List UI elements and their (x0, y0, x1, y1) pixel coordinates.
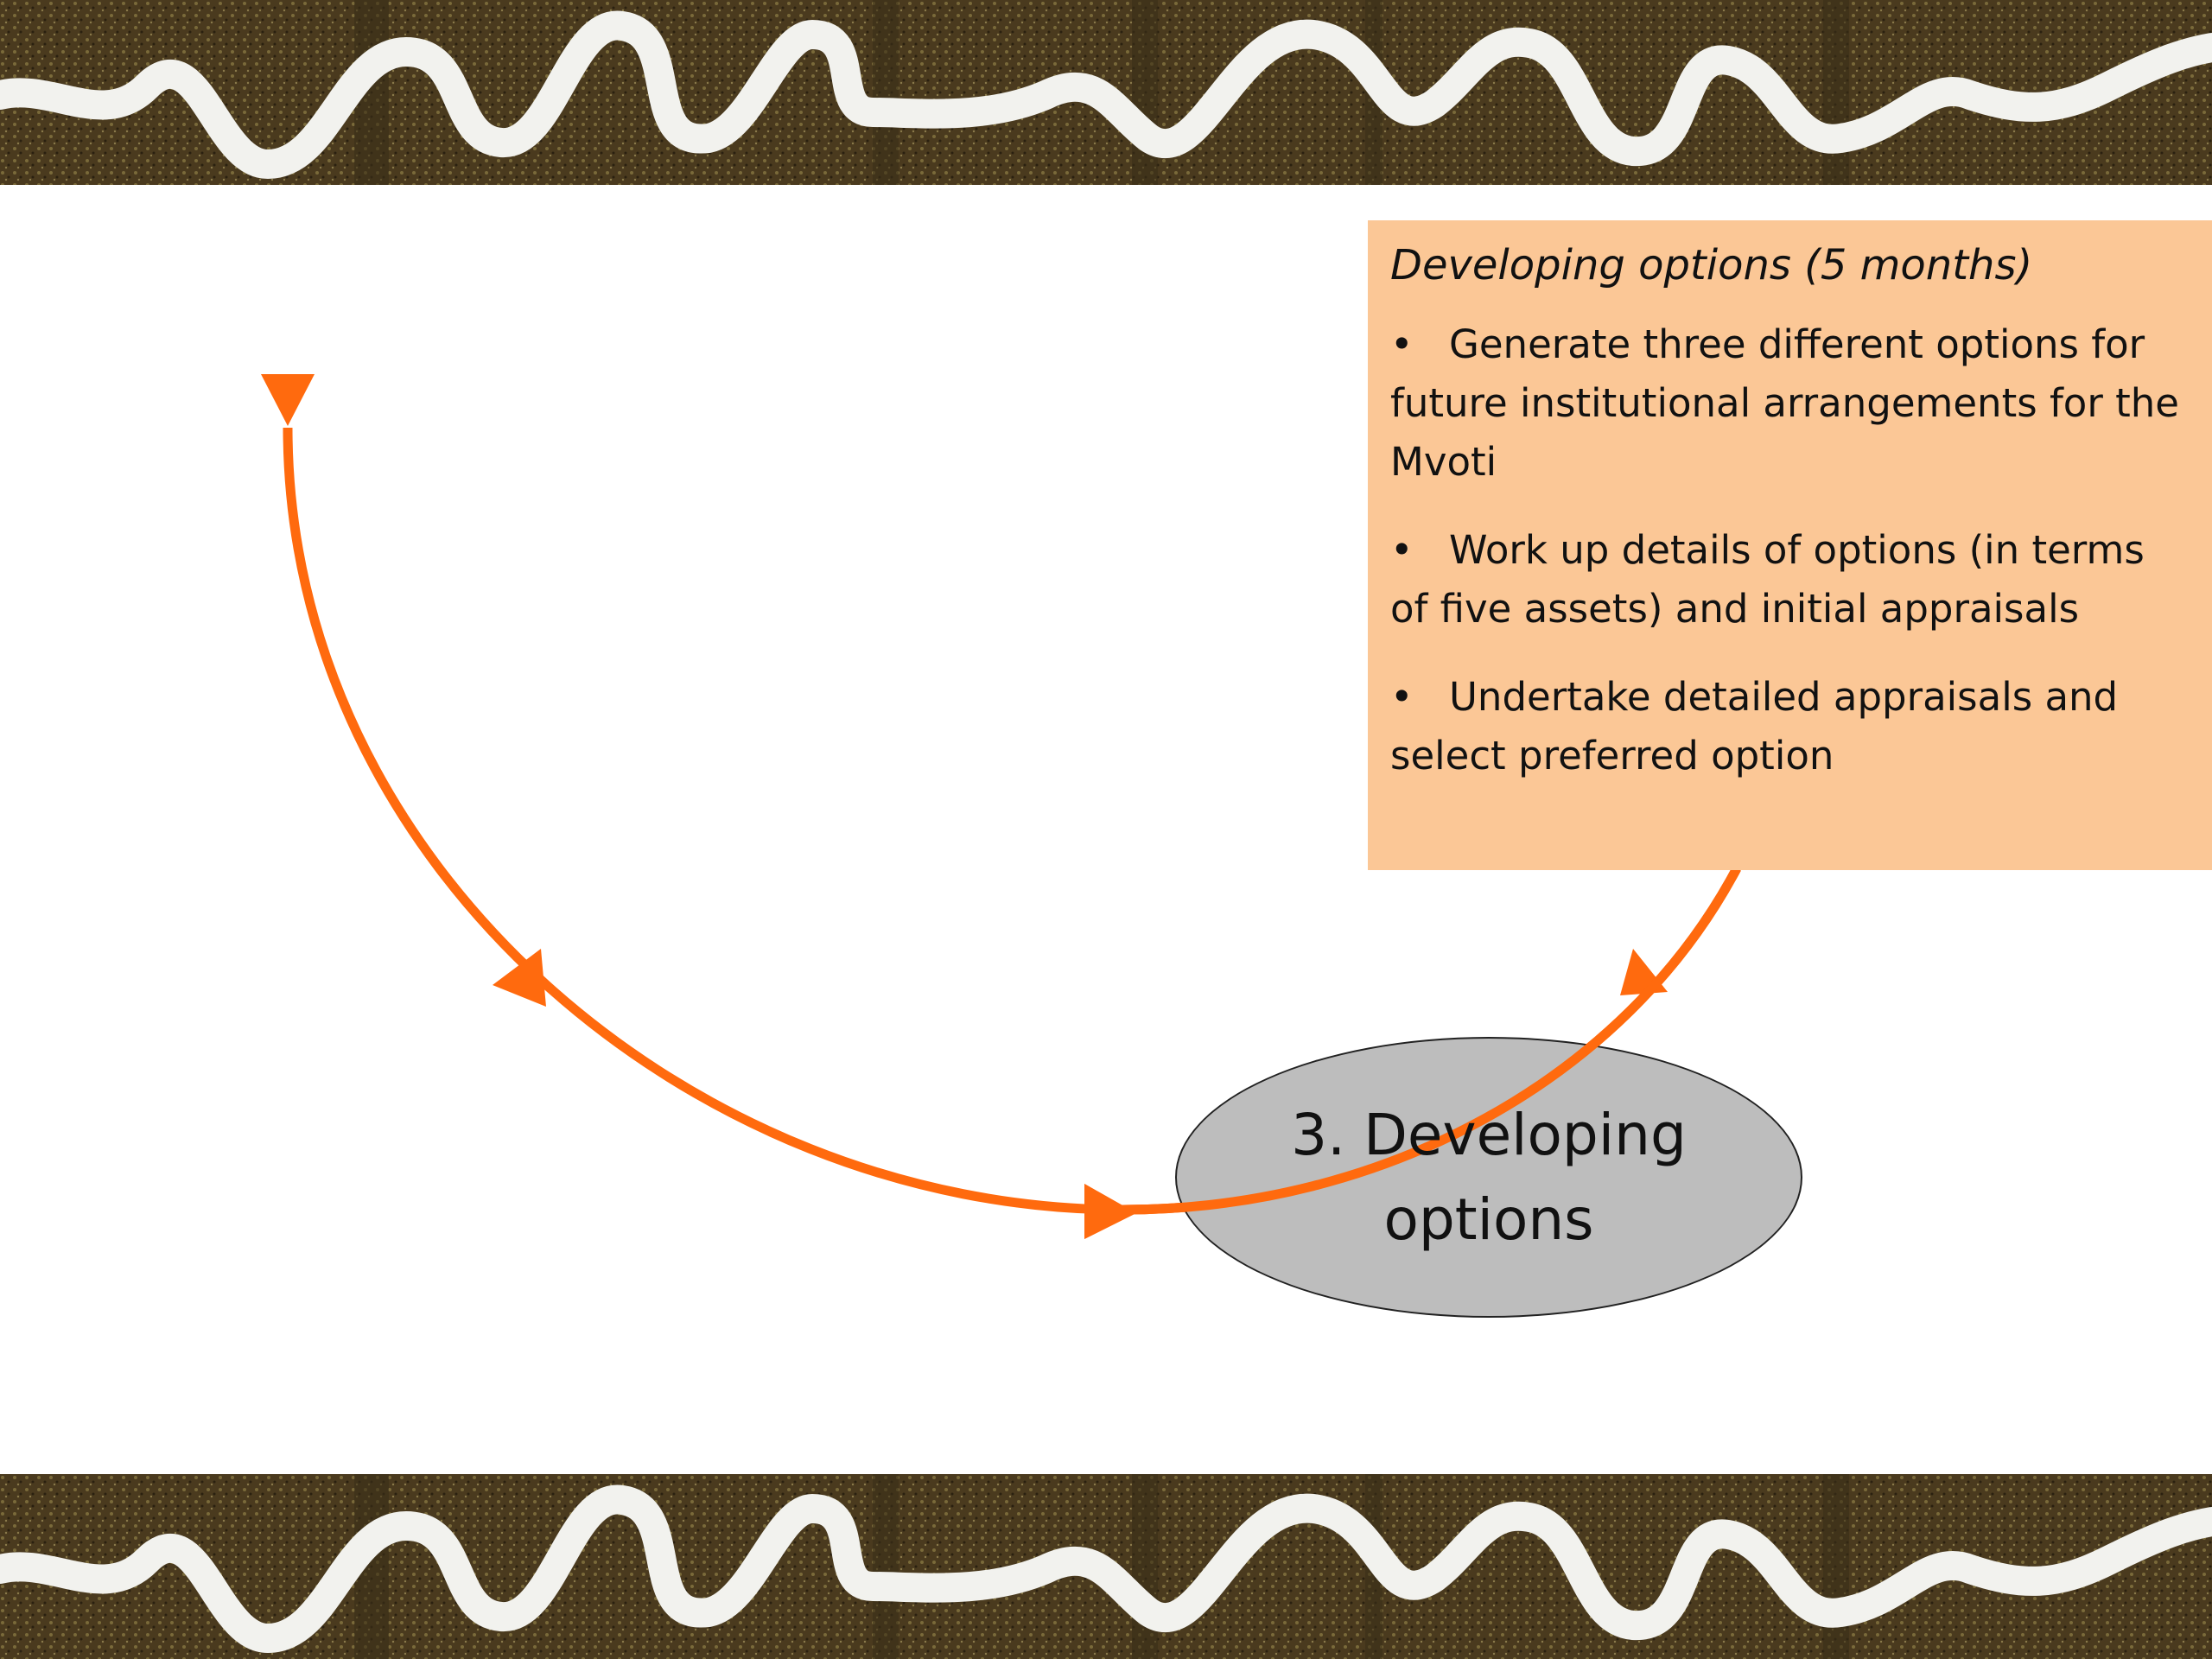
info-box: Developing options (5 months) •Generate … (1368, 220, 2212, 870)
bullet-marker: • (1390, 674, 1414, 720)
mid-arrowhead-bottom (1084, 1184, 1136, 1239)
info-bullet-2: •Work up details of options (in terms of… (1390, 521, 2186, 639)
info-bullet-1: •Generate three different options for fu… (1390, 315, 2186, 492)
stage-label: 3. Developing options (1291, 1101, 1687, 1253)
info-bullet-3: •Undertake detailed appraisals and selec… (1390, 668, 2186, 785)
stage-ellipse: 3. Developing options (1175, 1037, 1802, 1318)
start-arrowhead (261, 374, 315, 426)
bullet-text: Work up details of options (in terms of … (1390, 527, 2145, 632)
mid-arrowhead-left (493, 949, 546, 1007)
river-banner-top (0, 0, 2212, 185)
bullet-text: Generate three different options for fut… (1390, 321, 2179, 485)
bullet-marker: • (1390, 527, 1414, 573)
river-image-bottom (0, 1474, 2212, 1659)
river-image-top (0, 0, 2212, 185)
info-box-title: Developing options (5 months) (1390, 241, 2033, 289)
bullet-text: Undertake detailed appraisals and select… (1390, 674, 2119, 779)
river-banner-bottom (0, 1474, 2212, 1659)
bullet-marker: • (1390, 321, 1414, 367)
